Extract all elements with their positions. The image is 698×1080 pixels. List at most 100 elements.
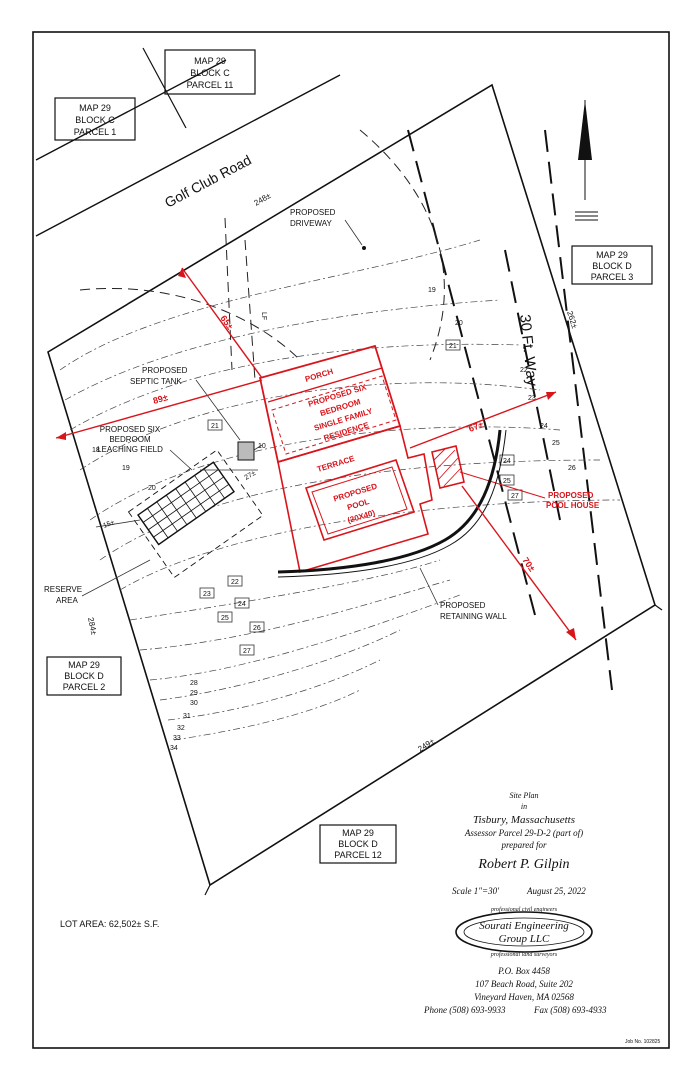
parcel-c1-map: MAP 29 (79, 103, 111, 113)
reserve-area-label: RESERVE AREA (44, 559, 151, 605)
svg-text:Scale 1"=30': Scale 1"=30' (452, 886, 500, 896)
terrace-label: TERRACE (316, 454, 356, 474)
svg-text:RETAINING WALL: RETAINING WALL (440, 612, 507, 621)
svg-text:SEPTIC TANK: SEPTIC TANK (130, 377, 182, 386)
svg-text:Phone (508) 693-9933: Phone (508) 693-9933 (423, 1005, 506, 1015)
septic-tank: 10 (237, 441, 266, 461)
setback-dimensions: 65± 89± 67± 70± (55, 267, 577, 641)
job-number: Job No. 102825 (625, 1039, 661, 1045)
north-arrow-icon (575, 100, 598, 221)
svg-text:AREA: AREA (56, 596, 78, 605)
dim-top: 248± (253, 191, 273, 208)
svg-text:POOL HOUSE: POOL HOUSE (546, 501, 600, 510)
parcel-c11-parcel: PARCEL 11 (187, 80, 234, 90)
title-block: Site Plan in Tisbury, Massachusetts Asse… (423, 791, 607, 1015)
parcel-c1-parcel: PARCEL 1 (74, 127, 117, 137)
svg-text:MAP 29: MAP 29 (596, 250, 628, 260)
svg-text:PROPOSED: PROPOSED (548, 491, 594, 500)
svg-text:Vineyard Haven, MA 02568: Vineyard Haven, MA 02568 (474, 992, 574, 1002)
svg-text:RESERVE: RESERVE (44, 585, 82, 594)
svg-text:67±: 67± (467, 419, 485, 434)
svg-text:29: 29 (190, 690, 198, 697)
svg-text:26: 26 (253, 625, 261, 632)
svg-text:PROPOSED: PROPOSED (440, 601, 486, 610)
svg-text:BLOCK D: BLOCK D (592, 261, 632, 271)
svg-text:PROPOSED SIX: PROPOSED SIX (100, 425, 161, 434)
driveway-label: PROPOSED DRIVEWAY (290, 208, 366, 250)
lot-boundary (47, 83, 656, 887)
svg-text:15±: 15± (102, 519, 115, 530)
porch-label: PORCH (304, 367, 334, 384)
svg-text:20: 20 (148, 485, 156, 492)
client-name: Robert P. Gilpin (477, 857, 569, 872)
svg-text:25: 25 (552, 440, 560, 447)
parcel-label-c-11: MAP 29 BLOCK C PARCEL 11 (164, 49, 256, 95)
svg-text:23: 23 (203, 591, 211, 598)
svg-text:MAP 29: MAP 29 (68, 660, 100, 670)
svg-text:20: 20 (455, 320, 463, 327)
svg-text:Assessor Parcel 29-D-2 (part o: Assessor Parcel 29-D-2 (part of) (464, 828, 583, 838)
svg-text:27: 27 (511, 493, 519, 500)
svg-text:DRIVEWAY: DRIVEWAY (290, 219, 332, 228)
svg-text:LEACHING FIELD: LEACHING FIELD (97, 445, 163, 454)
svg-text:prepared for: prepared for (500, 840, 547, 850)
svg-text:BLOCK D: BLOCK D (64, 671, 104, 681)
svg-text:PROPOSED: PROPOSED (142, 366, 188, 375)
svg-text:107 Beach Road, Suite 202: 107 Beach Road, Suite 202 (475, 979, 573, 989)
way-label: 30 Ft. Way (516, 314, 540, 388)
svg-text:Site Plan: Site Plan (509, 791, 538, 800)
svg-text:89±: 89± (152, 392, 169, 406)
contour-labels: 19 20 21 22 23 24 25 26 22 23 24 25 26 2… (92, 287, 576, 752)
sheet-border (32, 31, 670, 1049)
svg-text:in: in (521, 802, 527, 811)
svg-text:32: 32 (177, 725, 185, 732)
svg-text:30: 30 (190, 700, 198, 707)
svg-text:professional civil engineers: professional civil engineers (490, 906, 558, 913)
svg-text:27: 27 (243, 648, 251, 655)
svg-text:26: 26 (568, 465, 576, 472)
parcel-label-d-12: MAP 29 BLOCK D PARCEL 12 (319, 824, 397, 864)
parcel-label-d-3: MAP 29 BLOCK D PARCEL 3 (571, 245, 653, 285)
svg-text:24: 24 (503, 458, 511, 465)
retaining-wall: PROPOSED RETAINING WALL (277, 429, 507, 621)
svg-text:21: 21 (211, 423, 219, 430)
road-label: Golf Club Road (162, 152, 254, 211)
svg-text:24: 24 (540, 423, 548, 430)
svg-text:August 25, 2022: August 25, 2022 (526, 886, 586, 896)
svg-text:18: 18 (92, 447, 100, 454)
svg-text:25: 25 (503, 478, 511, 485)
svg-text:professional land surveyors: professional land surveyors (490, 951, 558, 958)
svg-text:23: 23 (528, 395, 536, 402)
company-logo: professional civil engineers Sourati Eng… (455, 906, 593, 958)
proposed-residence: PORCH PROPOSED SIX BEDROOM SINGLE FAMILY… (258, 344, 402, 464)
svg-text:Fax (508) 693-4933: Fax (508) 693-4933 (533, 1005, 607, 1015)
dim-bottom: 249± (416, 736, 436, 753)
lot-area: LOT AREA: 62,502± S.F. (60, 919, 159, 929)
svg-text:28: 28 (190, 680, 198, 687)
svg-text:Group LLC: Group LLC (499, 933, 550, 945)
svg-text:22: 22 (231, 579, 239, 586)
svg-text:65±: 65± (218, 313, 235, 331)
svg-text:21: 21 (449, 343, 457, 350)
parcel-c11-map: MAP 29 (194, 56, 226, 66)
svg-text:22: 22 (520, 367, 528, 374)
dim-left: 284± (86, 617, 99, 637)
leaching-field-label: PROPOSED SIX BEDROOM LEACHING FIELD (97, 425, 193, 471)
svg-text:25: 25 (221, 615, 229, 622)
parcel-label-c-1: MAP 29 BLOCK C PARCEL 1 (54, 97, 136, 141)
svg-text:19: 19 (428, 287, 436, 294)
svg-text:PARCEL 3: PARCEL 3 (591, 272, 634, 282)
svg-text:19: 19 (122, 465, 130, 472)
svg-text:P.O. Box 4458: P.O. Box 4458 (497, 966, 550, 976)
svg-text:LF: LF (260, 312, 267, 320)
parcel-label-d-2: MAP 29 BLOCK D PARCEL 2 (46, 656, 122, 696)
svg-text:27±: 27± (244, 470, 258, 482)
svg-text:PARCEL 12: PARCEL 12 (334, 850, 382, 860)
contour-lines (59, 239, 621, 741)
terrace-pool: TERRACE PROPOSED POOL (20X40) (277, 424, 433, 574)
leaching-field (127, 449, 264, 579)
svg-text:PARCEL 2: PARCEL 2 (63, 682, 106, 692)
parcel-c1-block: BLOCK C (75, 115, 115, 125)
svg-text:10: 10 (258, 443, 266, 450)
